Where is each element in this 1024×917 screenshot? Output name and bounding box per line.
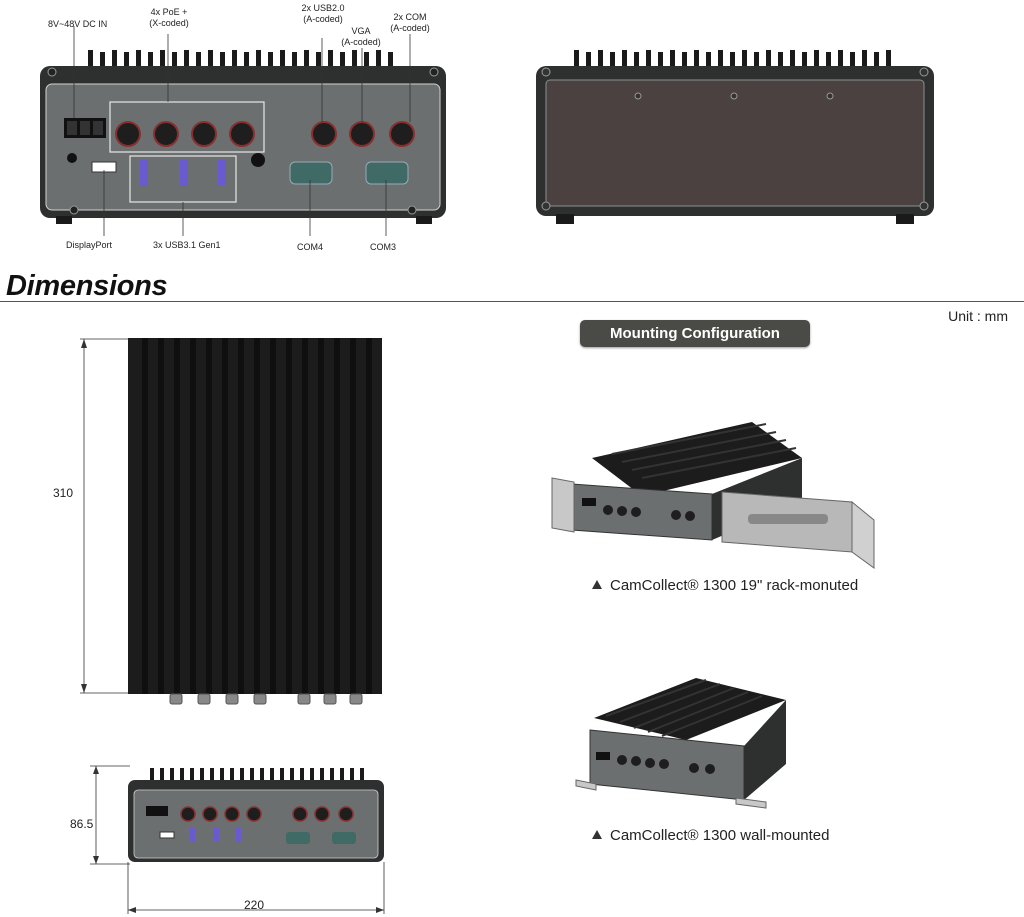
vga-label-line1: VGA — [351, 26, 371, 36]
usb2-label-line1: 2x USB2.0 — [301, 3, 345, 13]
front-view-diagram — [90, 765, 385, 914]
section-divider — [0, 301, 1024, 302]
wall-mount-illustration — [575, 678, 786, 809]
rack-mount-caption-text: CamCollect® 1300 19" rack-monuted — [610, 577, 859, 594]
depth-dimension: 310 — [53, 486, 74, 500]
rack-mount-caption: CamCollect® 1300 19" rack-monuted — [592, 577, 858, 594]
mounting-config-title: Mounting Configuration — [580, 320, 810, 347]
com-label: 2x COM (A-coded) — [385, 12, 435, 34]
usb2-label: 2x USB2.0 (A-coded) — [298, 3, 348, 25]
section-title: Dimensions — [6, 270, 168, 302]
poe-label: 4x PoE + (X-coded) — [140, 7, 198, 29]
wall-mount-caption: CamCollect® 1300 wall-mounted — [592, 827, 830, 844]
triangle-bullet-icon — [592, 580, 602, 589]
com4-label: COM4 — [297, 242, 324, 252]
width-dimension: 220 — [244, 898, 265, 912]
unit-label: Unit : mm — [948, 308, 1008, 324]
vga-label: VGA (A-coded) — [336, 26, 386, 48]
usb31-label: 3x USB3.1 Gen1 — [153, 240, 221, 250]
vga-label-line2: (A-coded) — [341, 37, 381, 47]
dc-in-label: 8V~48V DC IN — [48, 19, 108, 29]
displayport-label: DisplayPort — [66, 240, 113, 250]
com3-label: COM3 — [370, 242, 397, 252]
wall-mount-caption-text: CamCollect® 1300 wall-mounted — [610, 827, 830, 844]
usb2-label-line2: (A-coded) — [303, 14, 343, 24]
poe-label-line2: (X-coded) — [149, 18, 189, 28]
com-label-line2: (A-coded) — [390, 23, 430, 33]
height-dimension: 86.5 — [70, 817, 94, 831]
rack-mount-illustration — [551, 422, 875, 569]
poe-label-line1: 4x PoE + — [150, 7, 188, 17]
com-label-line1: 2x COM — [393, 12, 427, 22]
front-panel-diagram — [40, 26, 446, 236]
rear-panel-diagram — [536, 50, 934, 224]
top-view-diagram — [80, 338, 382, 705]
triangle-bullet-icon — [592, 830, 602, 839]
